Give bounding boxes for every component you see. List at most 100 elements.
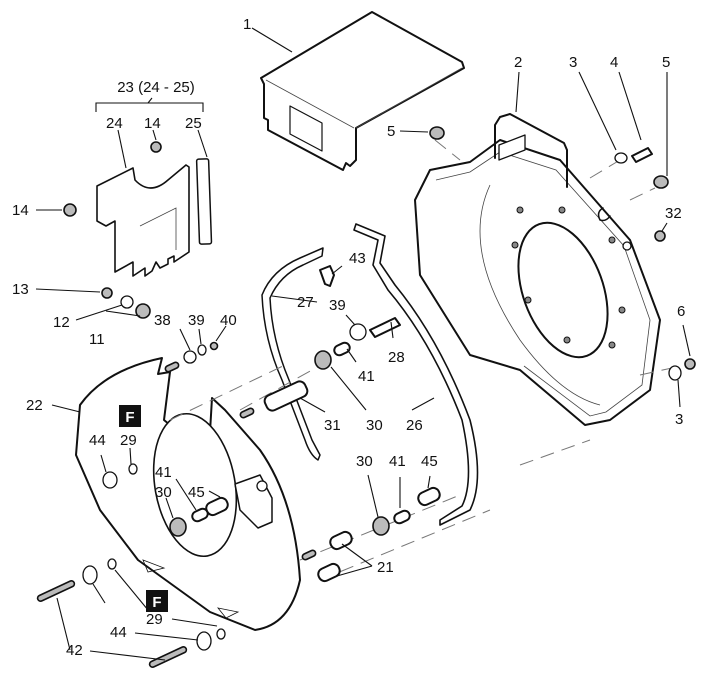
callout-38: 38: [154, 312, 171, 329]
part-5-nut-right: [653, 175, 669, 189]
part-21-spacer-upper: [329, 530, 353, 551]
callout-39: 39: [329, 297, 346, 314]
part-30-grommet-right: [372, 516, 390, 536]
flag-symbol-upper: F: [119, 405, 141, 427]
callout-13: 13: [12, 281, 29, 298]
callout-44: 44: [89, 432, 106, 449]
part-30-grommet-plate: [169, 517, 187, 537]
part-21-spacer-lower: [317, 562, 341, 583]
callout-11: 11: [89, 331, 105, 348]
svg-text:F: F: [125, 409, 134, 426]
callout-30: 30: [356, 453, 373, 470]
part-27-bracket: [261, 247, 324, 461]
callout-45: 45: [188, 484, 205, 501]
part-43-clip: [319, 265, 335, 287]
leader-line: [336, 565, 373, 577]
leader-line: [341, 543, 373, 567]
part-3-washer-top: [614, 152, 628, 164]
leader-line: [51, 404, 81, 413]
part-42-stud-upper: [36, 580, 76, 602]
leader-line: [345, 314, 356, 326]
leader-lines: [35, 27, 691, 661]
callout-44: 44: [110, 624, 127, 641]
bolt-hole: [511, 241, 519, 249]
part-23-bracket-assembly: [95, 97, 213, 277]
part-26-frame: [353, 223, 479, 526]
leader-line: [105, 310, 141, 317]
housing-bolt-holes: [511, 206, 626, 349]
leader-line: [331, 265, 343, 275]
callout-2: 2: [514, 54, 522, 71]
callout-45: 45: [421, 453, 438, 470]
part-29-washer-upper: [128, 463, 138, 475]
leader-line: [411, 397, 435, 411]
leader-line: [682, 324, 691, 357]
bolt-hole: [524, 296, 532, 304]
part-3-washer-bottom: [668, 365, 682, 381]
leader-line: [117, 129, 127, 169]
part-30-grommet: [314, 350, 332, 370]
callout-29: 29: [146, 611, 163, 628]
part-40-nut: [209, 341, 219, 351]
plate-stud-top: [164, 361, 180, 373]
part-12-washer: [120, 295, 134, 309]
part-45-sleeve-right: [417, 486, 441, 507]
callout-41: 41: [358, 368, 375, 385]
callout-1: 1: [243, 16, 251, 33]
callout-6: 6: [677, 303, 685, 320]
leader-line: [92, 583, 106, 604]
part-45-sleeve-plate: [205, 496, 229, 517]
leader-line: [515, 71, 520, 113]
group-label-23: 23 (24 - 25): [117, 79, 195, 96]
part-5-nut-left: [429, 126, 445, 140]
part-11-spacer: [135, 303, 151, 319]
bolt-hole: [516, 206, 524, 214]
callout-28: 28: [388, 349, 405, 366]
plate-stud-low: [301, 549, 317, 561]
hardware: [36, 126, 696, 668]
part-38-washer: [183, 350, 197, 364]
leader-line: [251, 27, 293, 53]
callout-5: 5: [387, 123, 395, 140]
part-28-bolt: [369, 317, 401, 338]
callout-26: 26: [406, 417, 423, 434]
leader-line: [35, 288, 101, 293]
callout-4: 4: [610, 54, 618, 71]
part-4-bolt: [631, 147, 653, 163]
svg-text:F: F: [152, 594, 161, 611]
leader-line: [661, 222, 668, 232]
callout-32: 32: [665, 205, 682, 222]
leader-line: [89, 650, 166, 661]
leader-line: [271, 295, 318, 303]
leader-line: [215, 325, 227, 342]
leader-line: [427, 475, 431, 489]
flag-symbol-lower: F: [146, 590, 168, 612]
leader-line: [179, 328, 191, 351]
assembly-lines: [169, 139, 673, 581]
leader-line: [618, 71, 642, 141]
plate-stud-mid: [239, 407, 255, 419]
callout-3: 3: [569, 54, 577, 71]
leader-line: [100, 454, 107, 473]
part-29-washer-left: [107, 558, 117, 570]
part-41-sleeve: [333, 341, 351, 357]
part-14-screw-top: [150, 141, 162, 153]
part-1-cover: [260, 11, 465, 171]
leader-line: [677, 379, 681, 408]
callout-5: 5: [662, 54, 670, 71]
leader-line: [134, 632, 199, 641]
leader-line: [390, 321, 394, 339]
callout-43: 43: [349, 250, 366, 267]
leader-line: [197, 129, 208, 158]
callout-29: 29: [120, 432, 137, 449]
callout-39: 39: [188, 312, 205, 329]
leader-line: [208, 490, 221, 498]
callout-40: 40: [220, 312, 237, 329]
part-39-washer: [197, 344, 207, 356]
leader-line: [56, 597, 71, 651]
part-44-washer-left: [82, 565, 98, 585]
leader-line: [330, 366, 367, 411]
callout-24: 24: [106, 115, 123, 132]
